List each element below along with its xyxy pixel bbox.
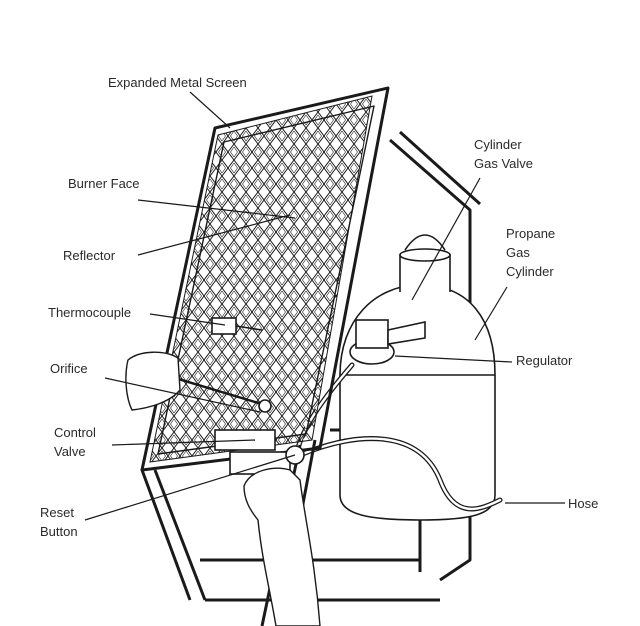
label-cylinder-gas-valve: Cylinder Gas Valve (474, 137, 534, 171)
label-reset-button: Reset Button (40, 505, 78, 539)
label-expanded-metal-screen: Expanded Metal Screen (108, 75, 247, 90)
hands (125, 351, 321, 626)
label-hose: Hose (568, 496, 599, 511)
label-regulator: Regulator (516, 353, 573, 368)
label-reflector: Reflector (63, 248, 116, 263)
label-orifice: Orifice (50, 361, 88, 376)
propane-cylinder (339, 234, 496, 521)
label-thermocouple: Thermocouple (48, 305, 132, 320)
regulator-part (349, 319, 426, 365)
expanded-metal-screen-mesh (149, 95, 373, 463)
leader-lines (84, 91, 565, 521)
label-burner-face: Burner Face (68, 176, 140, 191)
label-control-valve: Control Valve (54, 425, 96, 459)
label-propane-gas-cylinder: Propane Gas Cylinder (506, 226, 556, 279)
